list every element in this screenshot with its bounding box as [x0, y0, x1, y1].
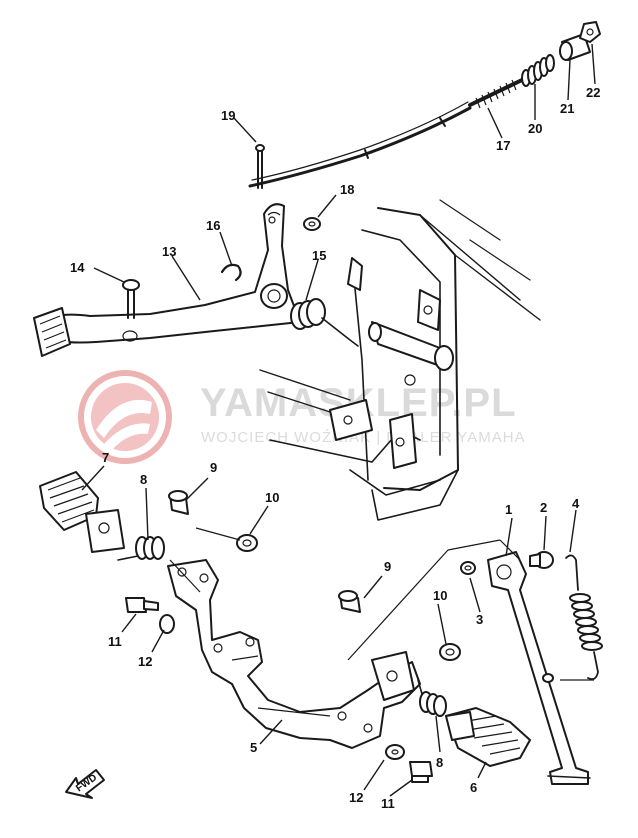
footrest-spring-right	[417, 679, 447, 717]
callout-14: 14	[70, 260, 85, 275]
fwd-arrow-icon: FWD	[65, 769, 105, 799]
bolt-lower	[409, 761, 433, 783]
callout-19: 19	[221, 108, 235, 123]
callout-22: 22	[586, 85, 600, 100]
callout-7: 7	[102, 450, 109, 465]
footrest-left	[39, 471, 125, 553]
sidestand-bolt	[529, 551, 554, 569]
washer-lower	[439, 643, 461, 661]
callout-1: 1	[505, 502, 512, 517]
callout-labels: 1 2 3 4 5 6 7 8 8 9 9 10 10 11 11 12 12 …	[70, 85, 600, 811]
retaining-clip	[220, 263, 242, 282]
spring-hook-pin	[542, 673, 554, 683]
callout-13: 13	[162, 244, 176, 259]
bolt-upper	[125, 597, 159, 613]
sidestand-spring	[565, 554, 603, 681]
frame-structure	[259, 199, 541, 521]
callout-5: 5	[250, 740, 257, 755]
callout-12-upper: 12	[138, 654, 152, 669]
callout-16: 16	[206, 218, 220, 233]
washer-upper	[236, 534, 258, 552]
rod-washer	[303, 217, 321, 231]
callout-15: 15	[312, 248, 326, 263]
pedal-return-spring	[290, 298, 359, 347]
callout-9-upper: 9	[210, 460, 217, 475]
cotter-pin	[255, 144, 265, 189]
callout-18: 18	[340, 182, 354, 197]
callout-20: 20	[528, 121, 542, 136]
callout-10-lower: 10	[433, 588, 447, 603]
callout-12-lower: 12	[349, 790, 363, 805]
leader-lines	[81, 43, 596, 797]
rod-spring	[521, 54, 555, 87]
footrest-right	[445, 707, 531, 767]
rod-joint	[559, 33, 591, 61]
callout-6: 6	[470, 780, 477, 795]
brake-rod-assembly	[248, 21, 601, 189]
callout-11-upper: 11	[108, 634, 122, 649]
callout-17: 17	[496, 138, 510, 153]
footrest-pin-lower	[338, 590, 361, 613]
pedal-bolt	[122, 279, 140, 319]
callout-2: 2	[540, 500, 547, 515]
footrest-pin-upper	[168, 490, 189, 515]
spring-washer-lower	[385, 744, 405, 760]
callout-9-lower: 9	[384, 559, 391, 574]
sidestand-collar	[460, 561, 476, 575]
callout-21: 21	[560, 101, 574, 116]
callout-10-upper: 10	[265, 490, 279, 505]
callout-11-lower: 11	[381, 796, 395, 811]
brake-pedal	[33, 203, 301, 357]
footrest-spring-left	[117, 536, 165, 561]
footrest-bracket	[167, 559, 421, 749]
watermark-logo	[78, 370, 172, 464]
callout-4: 4	[572, 496, 580, 511]
sidestand	[487, 551, 591, 785]
callout-8-right: 8	[436, 755, 443, 770]
adjusting-nut	[579, 21, 601, 43]
callout-3: 3	[476, 612, 483, 627]
spring-washer-upper	[159, 614, 175, 634]
callout-8-left: 8	[140, 472, 147, 487]
